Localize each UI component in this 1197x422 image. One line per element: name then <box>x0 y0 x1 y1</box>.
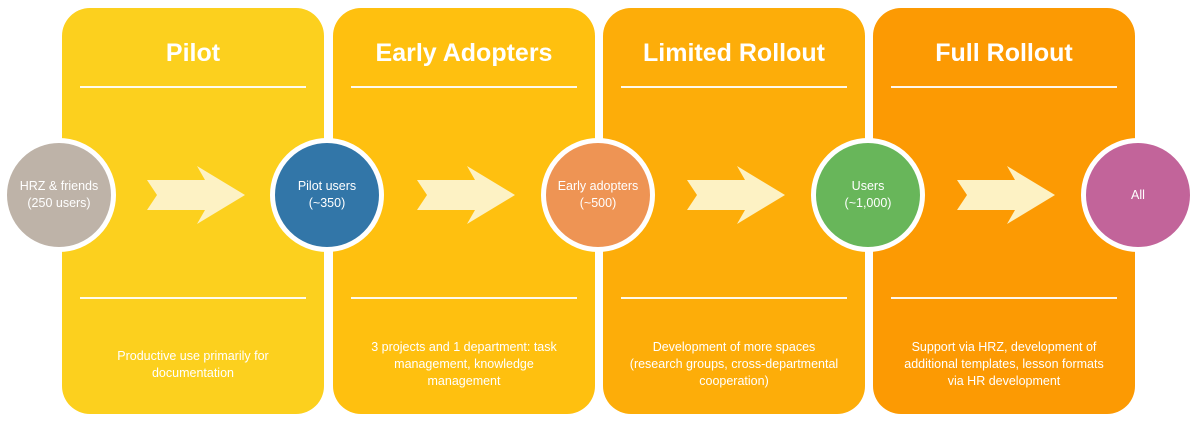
divider <box>80 297 306 299</box>
arrow-right-icon <box>957 166 1055 224</box>
node-users: Users (~1,000) <box>811 138 925 252</box>
divider <box>891 297 1117 299</box>
divider <box>80 86 306 88</box>
node-label: Pilot users <box>297 179 357 193</box>
stage-title: Limited Rollout <box>643 39 825 67</box>
divider <box>891 86 1117 88</box>
node-pilot-users: Pilot users (~350) <box>270 138 384 252</box>
node-count: (250 users) <box>27 196 91 210</box>
stage-description: Development of more spaces (research gro… <box>629 340 839 388</box>
divider <box>621 86 847 88</box>
stage-description: Support via HRZ, development of addition… <box>904 340 1104 388</box>
node-early-adopters: Early adopters (~500) <box>541 138 655 252</box>
stage-title: Early Adopters <box>375 39 553 67</box>
node-label: All <box>1131 187 1145 202</box>
stage-title: Full Rollout <box>935 39 1073 67</box>
node-count: (~500) <box>579 196 617 210</box>
stage-title: Pilot <box>165 39 221 67</box>
node-hrz-friends: HRZ & friends (250 users) <box>2 138 116 252</box>
arrow-right-icon <box>147 166 245 224</box>
divider <box>351 86 577 88</box>
node-label: Users <box>851 179 885 193</box>
arrow-right-icon <box>417 166 515 224</box>
arrow-right-icon <box>687 166 785 224</box>
stage-description: Productive use primarily for documentati… <box>117 349 269 380</box>
node-count: (~350) <box>308 196 346 210</box>
node-label: Early adopters <box>557 179 639 193</box>
divider <box>351 297 577 299</box>
node-count: (~1,000) <box>844 196 892 210</box>
stage-description: 3 projects and 1 department: task manage… <box>371 340 557 388</box>
node-label: HRZ & friends <box>19 179 99 193</box>
divider <box>621 297 847 299</box>
node-all: All <box>1081 138 1195 252</box>
